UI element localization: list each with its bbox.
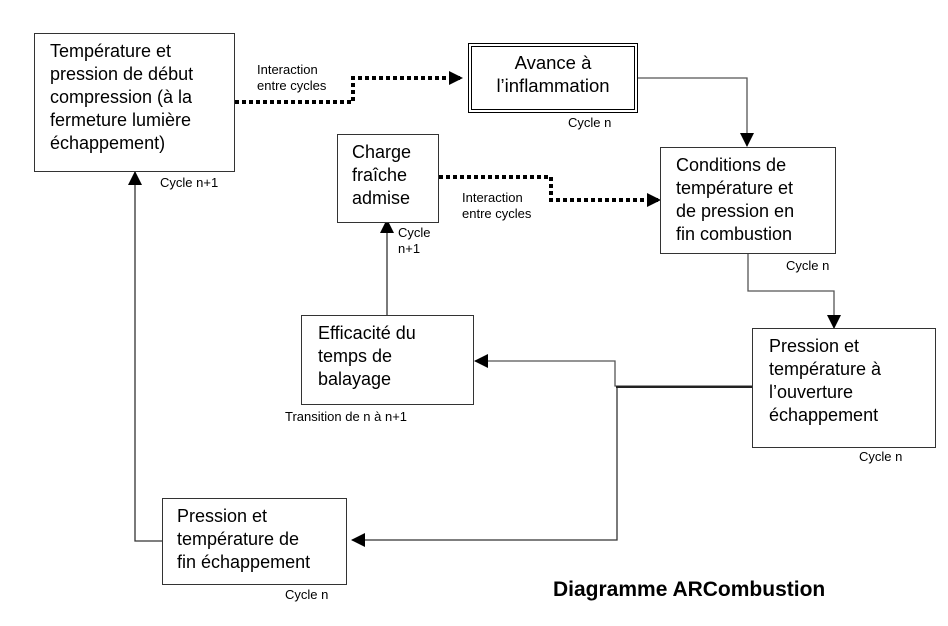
node-ouverture-echappement: Pression et température à l’ouverture éc…	[752, 328, 936, 448]
edge-charge-to-fincombustion	[439, 175, 661, 207]
node-fin-combustion: Conditions de température et de pression…	[660, 147, 836, 254]
edge-fincombustion-to-ouverture	[747, 254, 841, 329]
edge-avance-to-fincombustion	[638, 77, 754, 147]
cycle-label-fin-echappement: Cycle n	[285, 587, 329, 602]
cycle-label-efficacite-balayage: Transition de n à n+1	[285, 409, 408, 424]
edge-label-interaction-top: Interaction entre cycles	[257, 62, 327, 93]
edge-compression-to-avance	[235, 71, 463, 104]
cycle-label-avance-inflammation: Cycle n	[568, 115, 612, 130]
cycle-label-fin-combustion: Cycle n	[786, 258, 830, 273]
edge-ouverture-to-finechappement	[351, 388, 618, 547]
cycle-label-charge-fraiche: Cycle n+1	[398, 225, 431, 256]
edge-finechappement-to-compression	[128, 171, 162, 542]
node-fin-echappement: Pression et température de fin échappeme…	[162, 498, 347, 585]
node-efficacite-balayage: Efficacité du temps de balayage	[301, 315, 474, 405]
edge-ouverture-to-efficacite	[474, 354, 755, 387]
diagram-title: Diagramme ARCombustion	[553, 578, 826, 601]
edge-label-interaction-mid: Interaction entre cycles	[462, 190, 532, 221]
cycle-label-ouverture-echappement: Cycle n	[859, 449, 903, 464]
cycle-label-debut-compression: Cycle n+1	[160, 175, 219, 190]
node-charge-fraiche: Charge fraîche admise	[337, 134, 439, 223]
node-avance-inflammation: Avance à l’inflammation	[468, 43, 638, 113]
node-debut-compression: Température et pression de début compres…	[34, 33, 235, 172]
